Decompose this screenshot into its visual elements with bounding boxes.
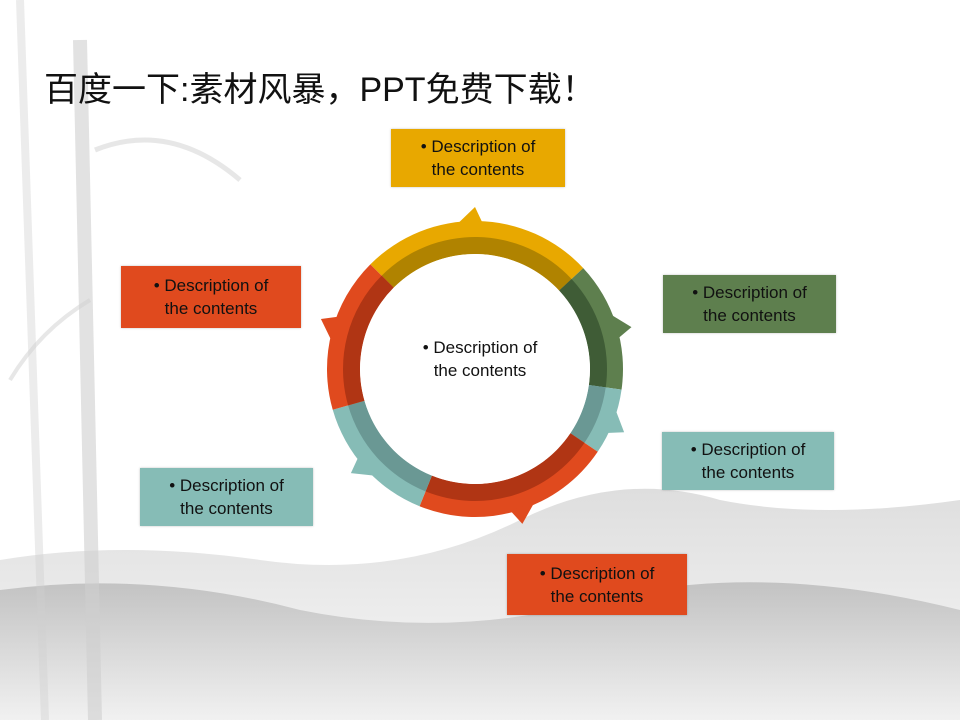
ring-center-circle bbox=[360, 254, 590, 484]
box-line-1: • Description of bbox=[692, 283, 807, 302]
ring-arrow-tip-2 bbox=[606, 409, 625, 434]
description-box-left-upper: • Description of the contents bbox=[121, 266, 301, 328]
ring-arrow-tip-5 bbox=[320, 316, 339, 342]
center-line-1: • Description of bbox=[422, 338, 538, 357]
ring-segment-inner-2 bbox=[570, 385, 606, 443]
description-box-left-lower: • Description of the contents bbox=[140, 468, 313, 526]
box-line-2: the contents bbox=[180, 499, 273, 518]
ring-arrow-tip-0 bbox=[457, 207, 483, 225]
ring-segment-inner-1 bbox=[559, 278, 608, 388]
ring-arrow-tip-3 bbox=[510, 502, 535, 524]
box-line-2: the contents bbox=[701, 463, 795, 482]
description-box-right-lower: • Description of the contents bbox=[662, 432, 834, 490]
ring-segment-inner-3 bbox=[425, 433, 585, 501]
description-box-right-upper: • Description of the contents bbox=[663, 275, 836, 333]
box-line-2: the contents bbox=[164, 299, 258, 318]
ring-segment-inner-4 bbox=[348, 400, 432, 492]
ring-segment-inner-5 bbox=[343, 275, 394, 406]
bamboo bbox=[8, 0, 242, 720]
description-box-top: • Description of the contents bbox=[391, 129, 565, 187]
box-line-1: • Description of bbox=[420, 137, 536, 156]
center-line-2: the contents bbox=[433, 361, 527, 380]
ring-arrow-tip-1 bbox=[610, 314, 632, 339]
box-line-1: • Description of bbox=[153, 276, 269, 295]
ring-segment-0 bbox=[370, 220, 584, 291]
box-line-1: • Description of bbox=[539, 563, 655, 583]
near-mountains bbox=[0, 582, 960, 720]
ring-segment-inner-0 bbox=[381, 236, 572, 291]
ring-arrow-tip-4 bbox=[350, 456, 376, 476]
center-text: • Description of the contents bbox=[400, 336, 560, 382]
slide-title: 百度一下:素材风暴，PPT免费下载！ bbox=[44, 71, 596, 109]
box-line-1: • Description of bbox=[169, 476, 284, 495]
box-line-1: • Description of bbox=[690, 440, 806, 459]
box-line-2: the contents bbox=[431, 160, 525, 179]
box-line-2: the contents bbox=[550, 586, 644, 606]
box-line-2: the contents bbox=[703, 306, 796, 325]
description-box-bottom: • Description of the contents bbox=[507, 554, 687, 615]
